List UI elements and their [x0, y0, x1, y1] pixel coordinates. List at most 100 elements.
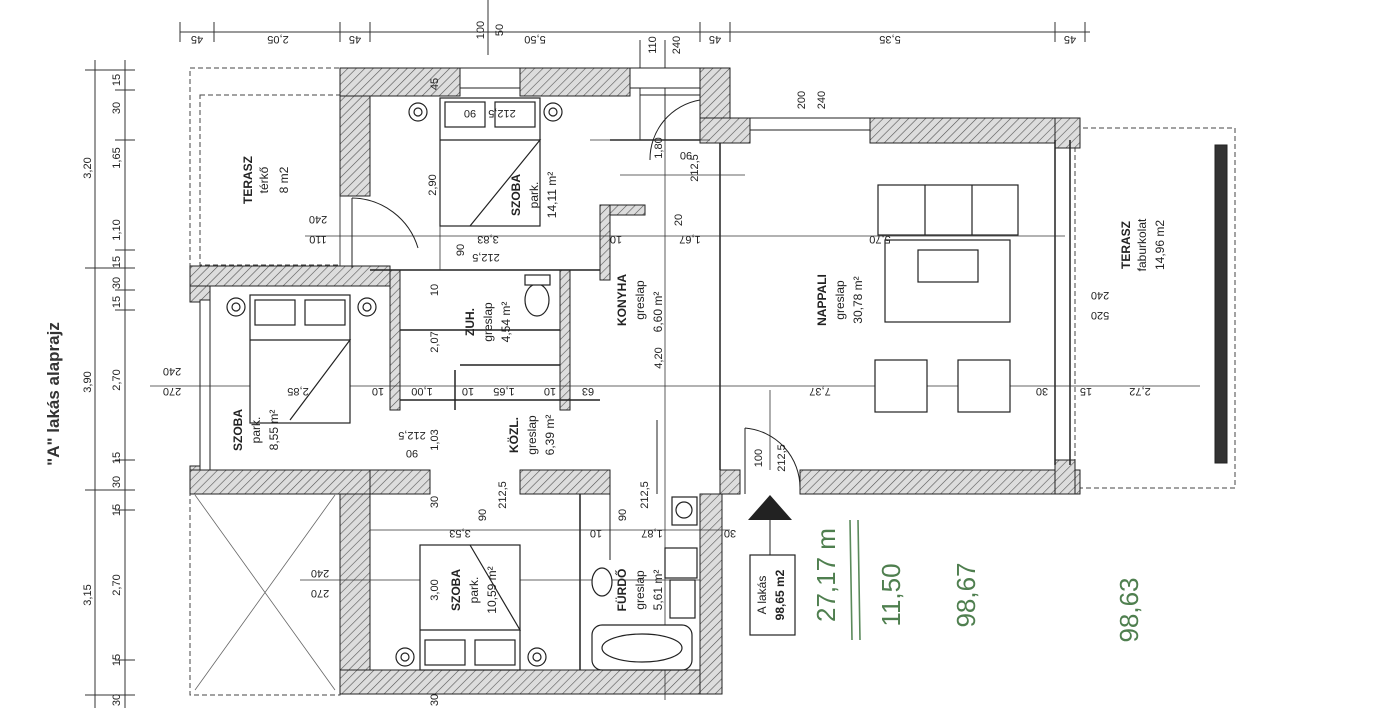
dim-left-2: 15	[111, 654, 123, 666]
room-terasz1-area: 8 m2	[277, 166, 291, 193]
dim-top-11: 45	[1064, 33, 1076, 45]
room-nappali-finish: greslap	[833, 280, 847, 320]
dim-top-1: 45	[191, 33, 203, 45]
room-kozl-area: 6,39 m²	[543, 415, 557, 456]
dim-top-5: 50	[494, 24, 506, 36]
dim-left-8: 15	[111, 296, 123, 308]
dim-inner-17: 240	[816, 91, 828, 109]
room-kozl-name: KÖZL.	[506, 417, 521, 453]
entrance-arrow-icon	[748, 495, 792, 560]
dim-inner-8: 90	[455, 244, 467, 256]
room-furdo-finish: greslap	[633, 570, 647, 610]
room-szoba-top-name: SZOBA	[509, 174, 523, 216]
dim-inner-31: 240	[163, 365, 181, 377]
dim-inner-16: 200	[796, 91, 808, 109]
handwritten-note-2: 11,50	[876, 563, 906, 626]
walls	[189, 67, 1081, 695]
dim-inner-19: 520	[1091, 309, 1109, 321]
dim-inner-7: 212,5	[472, 251, 500, 263]
dim-inner-47: 212,5	[639, 481, 651, 509]
dim-left-5: 30	[111, 476, 123, 488]
plan-title: "A" lakás alaprajz	[44, 322, 63, 466]
top-dimension-line	[179, 0, 1090, 140]
room-szoba-left-area: 8,55 m²	[267, 410, 281, 451]
room-konyha-height: 4,20	[653, 347, 665, 368]
dim-top-2: 2,05	[267, 33, 288, 45]
dim-inner-49: 3,00	[429, 579, 441, 600]
room-nappali-area: 30,78 m²	[851, 276, 865, 323]
dim-inner-48: 30	[724, 527, 736, 539]
handwritten-note-4: 98,63	[1114, 577, 1144, 642]
dim-inner-24: 1,65	[493, 385, 514, 397]
room-kozl-finish: greslap	[525, 415, 539, 455]
room-szoba-left-finish: park.	[249, 417, 263, 444]
room-szoba-top-area: 14,11 m²	[545, 172, 559, 218]
dim-inner-6: 3,83	[477, 233, 498, 245]
room-konyha-name: KONYHA	[615, 274, 629, 326]
room-furdo-name: FÜRDŐ	[614, 569, 629, 612]
dim-top-7: 110	[647, 36, 659, 54]
dim-inner-13: 1,67	[679, 233, 700, 245]
dim-left-total-3: 3,20	[82, 157, 94, 178]
dim-top-6: 5,50	[524, 33, 545, 45]
dim-inner-20: 10	[429, 284, 441, 296]
dim-inner-38: 100	[753, 449, 765, 467]
left-dimension-labels: 30 15 2,70 15 30 15 2,70 15 30 15 1,10 1…	[82, 74, 123, 706]
total-area-value: 98,65 m2	[773, 569, 787, 620]
plan-title-wrap: "A" lakás alaprajz	[34, 300, 74, 490]
dim-left-3: 2,70	[111, 574, 123, 595]
dim-inner-18: 240	[1091, 289, 1109, 301]
dim-left-12: 1,65	[111, 147, 123, 168]
dim-inner-46: 90	[617, 509, 629, 521]
bed-bottom	[395, 544, 547, 671]
dim-inner-5: 2,90	[427, 174, 439, 195]
room-konyha-finish: greslap	[633, 280, 647, 320]
sofa-set	[874, 184, 1019, 413]
top-dimension-labels: 45 2,05 45 100 50 5,50 110 240 45 5,35 4…	[191, 21, 1076, 54]
dim-inner-12b: 90	[680, 149, 692, 161]
dim-inner-10: 110	[309, 233, 327, 245]
dim-top-3: 45	[349, 33, 361, 45]
room-zuh-area: 4,54 m²	[499, 302, 513, 343]
dim-inner-15: 5,70	[869, 233, 890, 245]
dim-left-1: 30	[111, 694, 123, 706]
dim-left-9: 30	[111, 277, 123, 289]
dim-inner-25: 10	[544, 385, 556, 397]
room-terasz2-area: 14,96 m2	[1153, 220, 1167, 270]
dim-inner-32: 270	[163, 385, 181, 397]
dim-inner-9: 240	[309, 213, 327, 225]
room-zuh-name: ZUH.	[463, 308, 477, 336]
dim-left-13: 30	[111, 102, 123, 114]
total-area-box: A lakás 98,65 m2	[749, 554, 796, 636]
dim-inner-44: 10	[590, 527, 602, 539]
dim-inner-28: 30	[1036, 385, 1048, 397]
dim-inner-3: 212,5	[488, 107, 516, 119]
dim-inner-51: 270	[311, 587, 329, 599]
dim-inner-22: 1,00	[411, 385, 432, 397]
room-szoba-top-finish: park.	[527, 182, 541, 209]
dim-inner-43: 212,5	[497, 481, 509, 509]
dim-left-7: 2,70	[111, 369, 123, 390]
dim-inner-52: 30	[429, 694, 441, 706]
dim-inner-12c: 212,5	[689, 154, 701, 182]
dim-inner-41: 3,53	[449, 527, 470, 539]
dim-left-10: 15	[111, 256, 123, 268]
dim-inner-14: 10	[610, 233, 622, 245]
dim-top-10: 5,35	[879, 33, 900, 45]
room-terasz1-finish: térkő	[257, 166, 271, 193]
dim-inner-21: 2,07	[429, 331, 441, 352]
dim-inner-37: 90	[406, 447, 418, 459]
room-szoba-bottom-finish: park.	[467, 577, 481, 604]
dim-inner-23: 10	[462, 385, 474, 397]
dim-inner-36: 212,5	[398, 429, 426, 441]
bathroom-fixtures	[524, 274, 698, 671]
handwritten-notes: 27,17 m 11,50 98,67 98,63	[811, 519, 1144, 643]
dim-inner-33: 2,85	[287, 385, 308, 397]
dim-inner-45: 1,87	[641, 527, 662, 539]
dim-inner-2: 90	[464, 107, 476, 119]
inner-dimension-labels: 45 90 212,5 2,90 3,83 212,5 90 240 110 1…	[163, 78, 1151, 706]
handwritten-note-3: 98,67	[951, 562, 981, 627]
room-konyha-area: 6,60 m²	[651, 292, 665, 333]
room-furdo-area: 5,61 m²	[651, 570, 665, 611]
